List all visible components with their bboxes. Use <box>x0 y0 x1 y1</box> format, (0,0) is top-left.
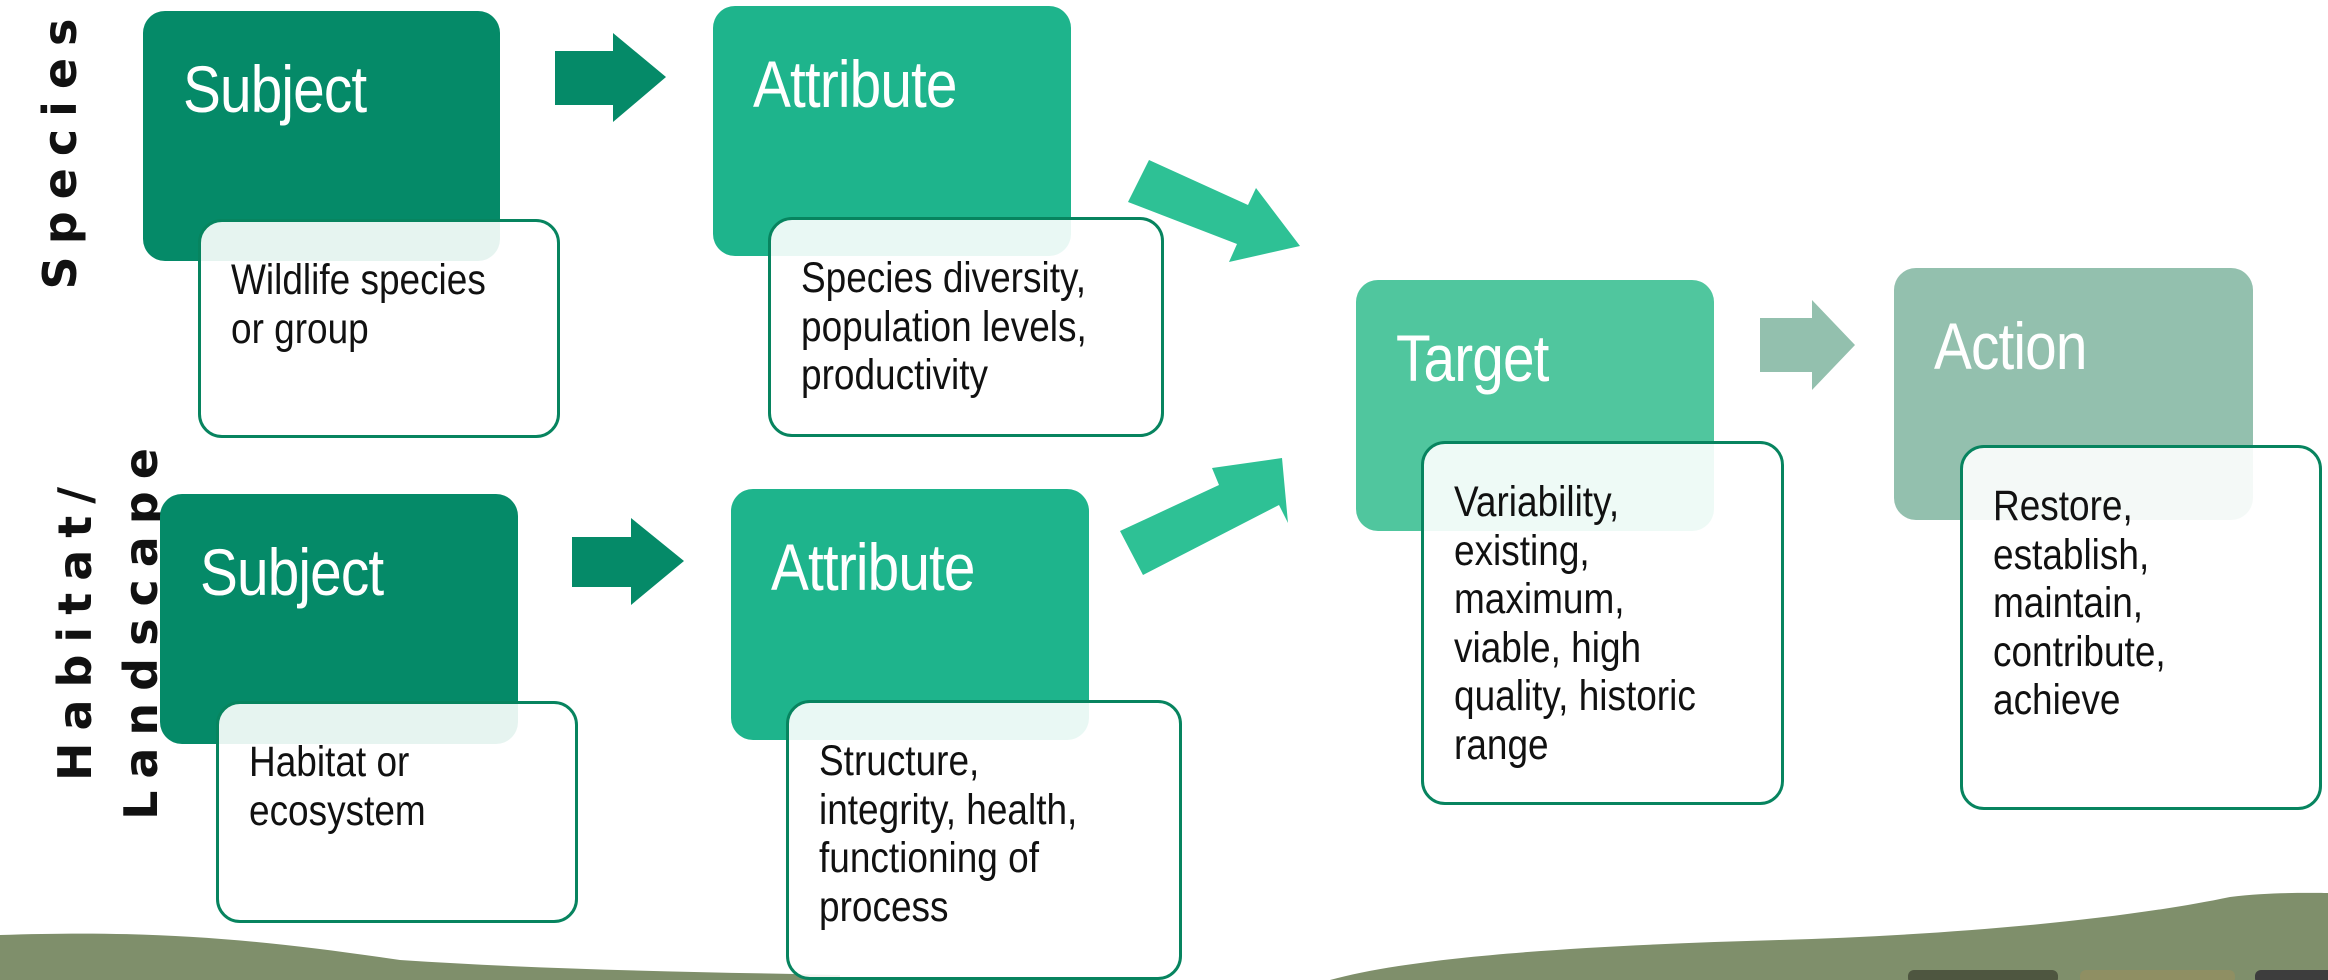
species-subject-description-box: Wildlife species or group <box>198 219 560 438</box>
habitat-attribute-to-target-arrow <box>1120 458 1288 575</box>
hills-background-right <box>1330 892 2328 980</box>
species-attribute-description: Species diversity, population levels, pr… <box>801 254 1087 399</box>
hills-background <box>0 933 840 980</box>
species-attribute-box: Attribute <box>713 6 1071 256</box>
species-attribute-title: Attribute <box>753 47 958 121</box>
species-attribute-to-target-arrow <box>1128 160 1300 262</box>
target-description-box: Variability, existing, maximum, viable, … <box>1421 441 1784 805</box>
action-title: Action <box>1934 309 2087 383</box>
target-description: Variability, existing, maximum, viable, … <box>1454 478 1696 769</box>
habitat-subject-description-box: Habitat or ecosystem <box>216 701 578 923</box>
habitat-attribute-title: Attribute <box>771 530 976 604</box>
habitat-attribute-description-box: Structure, integrity, health, functionin… <box>786 700 1182 980</box>
habitat-subject-description: Habitat or ecosystem <box>249 738 426 835</box>
thumbnail-3 <box>2255 970 2328 980</box>
habitat-attribute-description: Structure, integrity, health, functionin… <box>819 737 1078 931</box>
target-title: Target <box>1396 321 1549 395</box>
thumbnail-2 <box>2080 970 2235 980</box>
habitat-subject-to-attribute-arrow <box>572 518 684 605</box>
species-subject-to-attribute-arrow <box>555 33 666 122</box>
action-description-box: Restore, establish, maintain, contribute… <box>1960 445 2322 810</box>
habitat-attribute-box: Attribute <box>731 489 1089 740</box>
species-subject-description: Wildlife species or group <box>231 256 486 353</box>
thumbnail-1 <box>1908 970 2058 980</box>
action-description: Restore, establish, maintain, contribute… <box>1993 482 2166 724</box>
species-attribute-description-box: Species diversity, population levels, pr… <box>768 217 1164 437</box>
species-subject-title: Subject <box>183 52 367 126</box>
target-to-action-arrow <box>1760 300 1855 390</box>
habitat-subject-title: Subject <box>200 535 384 609</box>
